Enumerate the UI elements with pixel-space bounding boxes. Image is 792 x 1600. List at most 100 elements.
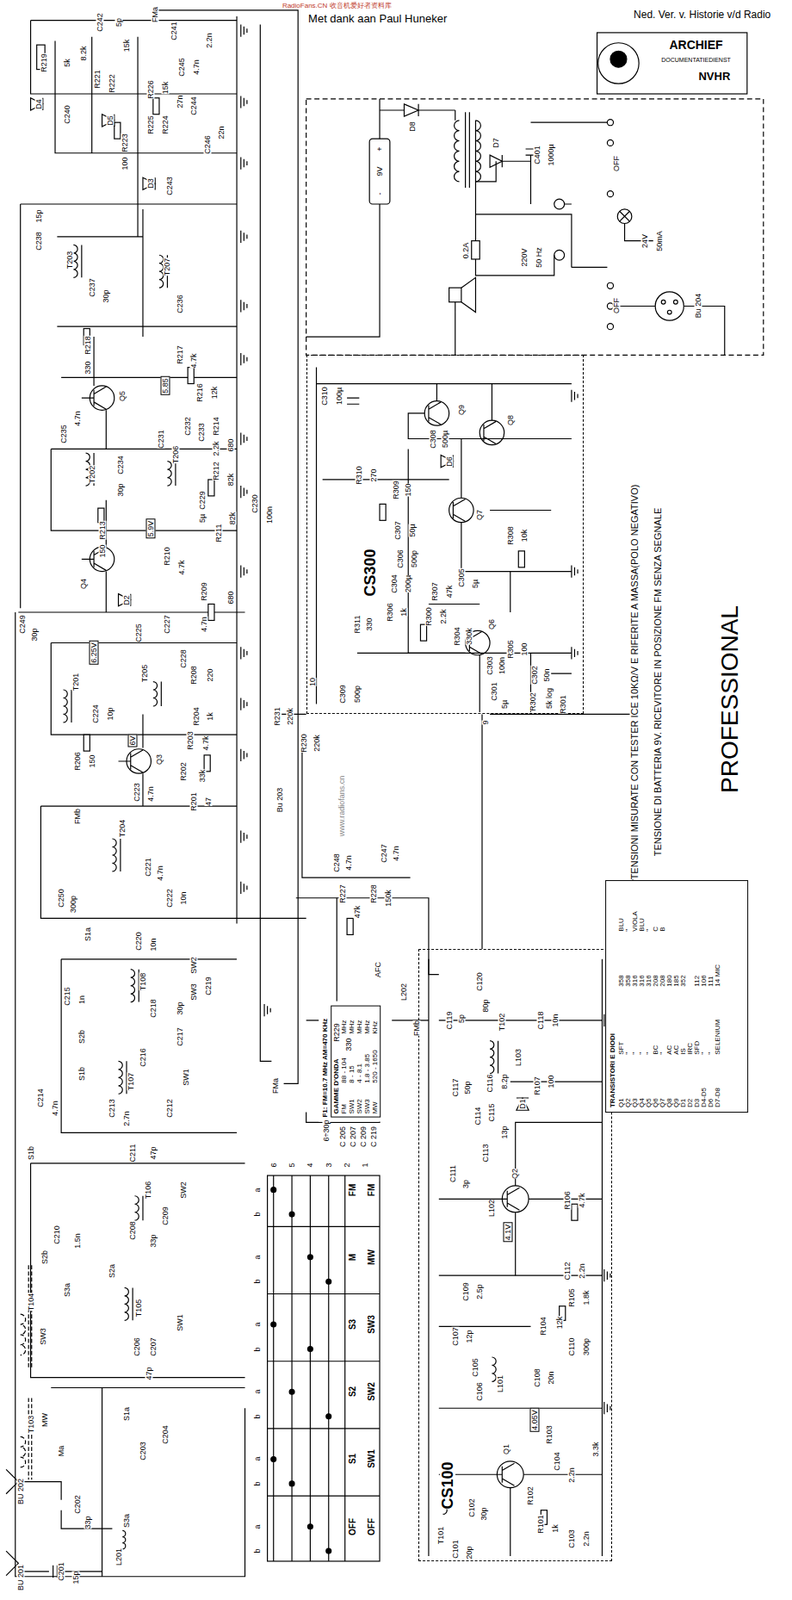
component-label: C235 — [59, 424, 68, 444]
table-cell: MHz — [340, 1008, 348, 1034]
component-label: T104 — [26, 1293, 35, 1312]
component-label: C117 — [451, 1078, 459, 1097]
coil-symbol — [491, 1356, 496, 1381]
component-label: SW3 — [190, 983, 198, 1001]
component-label: OFF — [612, 297, 621, 314]
coil-symbol — [63, 689, 72, 723]
tuner-wire — [510, 1121, 603, 1556]
diode-symbol — [102, 114, 115, 127]
component-label: 1n — [77, 995, 86, 1004]
component-label: R208 — [190, 666, 198, 686]
component-label: www.radiofans.cn — [338, 775, 347, 837]
table-cell: D3 — [693, 1060, 701, 1107]
wire — [142, 713, 143, 806]
antenna-wire — [6, 1468, 112, 1578]
component-label: 30p — [102, 289, 111, 303]
component-label: C105 — [471, 1357, 480, 1377]
component-label: S1a — [83, 927, 92, 941]
table-cell: " — [624, 992, 632, 1054]
component-label: T207 — [163, 258, 172, 277]
component-label: R217 — [175, 346, 184, 366]
switch-matrix — [273, 1175, 346, 1561]
component-label: C308 — [428, 429, 437, 449]
component-label: 330 — [83, 360, 92, 374]
table-cell: BLU — [638, 884, 646, 931]
component-label: 50 Hz — [534, 247, 543, 268]
component-label: 33p — [148, 1233, 157, 1247]
header-text: Ned. Ver. v. Historie v/d Radio — [633, 9, 771, 20]
table-cell: D1 — [680, 1060, 687, 1107]
table-cell: 111 — [707, 937, 715, 986]
transistor-symbol — [424, 401, 449, 426]
component-label: 1.5n — [74, 1232, 82, 1249]
component-label: S2b — [41, 1249, 50, 1264]
component-label: 4.7k — [202, 735, 211, 750]
component-label: 13p — [500, 1126, 508, 1139]
ground-symbol — [241, 24, 248, 37]
component-label: 4.7n — [74, 410, 82, 427]
wire — [15, 612, 246, 1577]
component-label: C207 — [148, 1336, 157, 1356]
component-label: 9 — [482, 719, 490, 724]
component-label: 330k — [465, 628, 474, 646]
component-label: SW3 — [367, 1314, 377, 1334]
component-label: C220 — [135, 931, 143, 951]
component-label: 4.7n — [392, 845, 401, 861]
component-label: 100 — [520, 642, 529, 656]
resistor-symbol — [346, 917, 353, 935]
component-label: R102 — [526, 1485, 535, 1505]
component-label: b — [253, 1279, 261, 1284]
component-label: C247 — [379, 843, 388, 863]
table-cell: 358 — [618, 937, 625, 986]
diode-symbol — [142, 177, 155, 190]
component-label: 2.7n — [123, 1110, 131, 1127]
component-label: R105 — [567, 1287, 576, 1307]
coil-symbol — [73, 244, 81, 278]
transistor-symbol — [428, 402, 441, 425]
component-label: 20n — [547, 1370, 556, 1384]
component-label: C309 — [339, 684, 347, 704]
component-label: L103 — [514, 1048, 523, 1066]
coil-symbol — [124, 1287, 133, 1320]
power-supply — [475, 204, 571, 276]
voltage-tag: 6V — [128, 734, 138, 748]
component-label: 220k — [312, 734, 321, 752]
component-label: C401 — [532, 145, 541, 165]
table-cell: 1.8 - 3.85 — [363, 1038, 372, 1083]
resistor-symbol — [83, 734, 90, 751]
coil-symbol — [20, 1264, 32, 1367]
archive-stamp — [610, 50, 627, 68]
component-label: 3 — [324, 1163, 333, 1168]
diode-symbol — [118, 594, 131, 607]
component-label: 3.3k — [592, 1441, 601, 1456]
component-label: b — [253, 1413, 261, 1418]
component-label: C238 — [35, 231, 44, 251]
amplifier-wire — [316, 367, 572, 713]
component-label: C301 — [489, 682, 498, 702]
table-cell: Q5 — [645, 1060, 653, 1107]
power-supply — [661, 299, 666, 304]
component-label: T201 — [71, 672, 80, 691]
component-label: R311 — [352, 615, 361, 634]
component-label: C306 — [396, 550, 404, 570]
component-label: 47 — [204, 797, 212, 806]
component-label: S1a — [123, 1406, 131, 1421]
component-label: C243 — [165, 176, 174, 196]
table-cell: D6 — [707, 1060, 715, 1107]
component-label: L201 — [114, 1547, 123, 1566]
table-title: TRANSISTORI E DIODI — [608, 884, 617, 1107]
component-label: FMa — [151, 6, 160, 23]
resistor-symbol — [571, 1203, 578, 1220]
component-label: PROFESSIONAL — [717, 605, 743, 793]
component-label: C 207 — [349, 1126, 358, 1147]
wire — [20, 204, 237, 608]
component-label: C208 — [129, 1220, 137, 1240]
ground-symbol — [241, 156, 248, 169]
component-label: C305 — [457, 568, 465, 588]
component-label: C212 — [165, 1098, 174, 1118]
component-label: C250 — [57, 888, 66, 908]
component-label: R202 — [179, 761, 188, 781]
component-label: R300 — [424, 606, 433, 626]
component-label: R103 — [544, 1424, 553, 1444]
ground-symbol — [241, 485, 248, 498]
